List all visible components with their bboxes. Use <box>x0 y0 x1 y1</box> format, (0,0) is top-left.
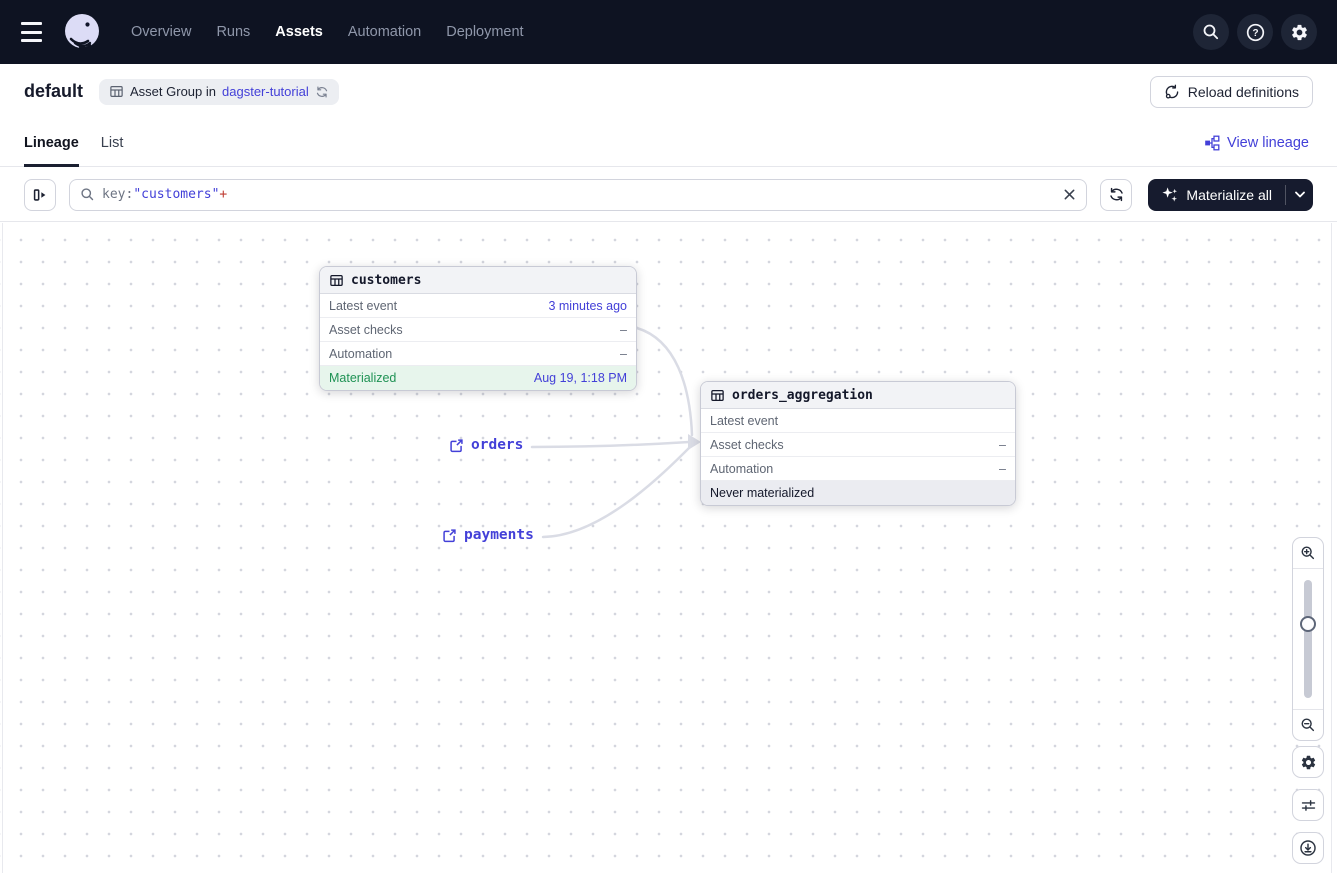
chevron-down-icon <box>1294 191 1305 198</box>
help-button[interactable]: ? <box>1237 14 1273 50</box>
reload-definitions-button[interactable]: Reload definitions <box>1149 75 1313 108</box>
nav-item-automation[interactable]: Automation <box>347 24 422 40</box>
zoom-slider[interactable] <box>1293 569 1323 709</box>
nav-item-overview[interactable]: Overview <box>131 24 192 40</box>
tab-list[interactable]: List <box>100 134 124 151</box>
nav-item-assets[interactable]: Assets <box>275 24 323 40</box>
node-row-automation: Automation – <box>320 342 636 366</box>
table-icon <box>711 389 724 401</box>
page-header: default Asset Group in dagster-tutorial … <box>0 64 1337 119</box>
refresh-icon <box>1110 187 1123 202</box>
search-icon <box>1203 24 1219 40</box>
search-button[interactable] <box>1193 14 1229 50</box>
canvas-right-border <box>1331 223 1332 873</box>
table-icon <box>330 274 343 286</box>
zoom-slider-handle[interactable] <box>1300 616 1316 632</box>
materialize-all-button[interactable]: Materialize all <box>1148 179 1285 211</box>
clear-search-button[interactable] <box>1063 188 1076 201</box>
zoom-slider-track[interactable] <box>1304 580 1312 698</box>
asset-name: orders_aggregation <box>732 387 873 403</box>
help-icon: ? <box>1246 23 1264 41</box>
canvas-left-border <box>2 223 3 873</box>
svg-text:?: ? <box>1252 28 1258 39</box>
external-asset-orders[interactable]: orders <box>449 437 523 453</box>
external-asset-label: payments <box>464 527 534 543</box>
edge-payments-to-orders-aggregation <box>541 445 692 539</box>
nav-item-deployment[interactable]: Deployment <box>446 24 524 40</box>
button-divider <box>1285 184 1286 205</box>
asset-name: customers <box>351 272 422 288</box>
asset-search-input[interactable]: key:"customers"+ <box>69 178 1088 211</box>
tune-icon <box>1301 799 1315 811</box>
dagster-logo-icon[interactable] <box>63 13 101 51</box>
gear-icon <box>1291 24 1307 40</box>
zoom-out-icon <box>1301 718 1315 732</box>
view-lineage-label: View lineage <box>1227 134 1309 151</box>
asset-group-badge: Asset Group in dagster-tutorial <box>99 78 339 105</box>
graph-settings-button[interactable] <box>1292 746 1324 778</box>
nav-links: Overview Runs Assets Automation Deployme… <box>127 18 528 46</box>
refresh-icon[interactable] <box>315 85 329 99</box>
page-title: default <box>24 81 84 101</box>
external-asset-label: orders <box>471 437 524 453</box>
asset-node-orders-aggregation[interactable]: orders_aggregation Latest event Asset ch… <box>700 381 1016 506</box>
zoom-out-button[interactable] <box>1293 709 1323 740</box>
lineage-edges <box>530 326 701 539</box>
tab-lineage[interactable]: Lineage <box>24 119 79 167</box>
materialize-split-button: Materialize all <box>1148 178 1313 211</box>
node-row-never-materialized: Never materialized <box>701 481 1015 505</box>
node-row-asset-checks: Asset checks – <box>701 433 1015 457</box>
materialization-link[interactable]: Aug 19, 1:18 PM <box>533 371 627 385</box>
zoom-in-button[interactable] <box>1293 538 1323 569</box>
node-row-automation: Automation – <box>701 457 1015 481</box>
gear-icon <box>1301 755 1315 769</box>
search-query-text: key:"customers"+ <box>102 187 228 202</box>
expand-panel-button[interactable] <box>24 178 56 211</box>
external-asset-payments[interactable]: payments <box>442 527 534 543</box>
recenter-graph-button[interactable] <box>1292 832 1324 864</box>
graph-filters-button[interactable] <box>1292 789 1324 821</box>
table-icon <box>110 86 123 97</box>
asset-node-customers[interactable]: customers Latest event 3 minutes ago Ass… <box>319 266 637 391</box>
download-circle-icon <box>1300 840 1316 856</box>
reload-icon <box>1165 84 1178 99</box>
sparkle-icon <box>1162 187 1178 202</box>
zoom-in-icon <box>1301 546 1315 560</box>
materialize-all-label: Materialize all <box>1186 186 1272 203</box>
nav-actions: ? <box>1193 14 1317 50</box>
refresh-graph-button[interactable] <box>1100 178 1133 211</box>
settings-button[interactable] <box>1281 14 1317 50</box>
menu-icon[interactable] <box>21 22 47 42</box>
badge-text: Asset Group in <box>130 84 217 99</box>
top-nav: Overview Runs Assets Automation Deployme… <box>0 0 1337 64</box>
node-row-latest-event: Latest event <box>701 409 1015 433</box>
zoom-controls <box>1292 537 1324 741</box>
code-location-link[interactable]: dagster-tutorial <box>222 84 309 99</box>
latest-event-link[interactable]: 3 minutes ago <box>548 298 627 313</box>
node-row-latest-event: Latest event 3 minutes ago <box>320 294 636 318</box>
reload-definitions-label: Reload definitions <box>1187 83 1299 100</box>
search-icon <box>81 188 94 201</box>
edge-orders-to-orders-aggregation <box>530 440 691 449</box>
node-row-materialized: Materialized Aug 19, 1:18 PM <box>320 366 636 390</box>
node-row-asset-checks: Asset checks – <box>320 318 636 342</box>
view-lineage-link[interactable]: View lineage <box>1204 119 1309 166</box>
edge-customers-to-orders-aggregation <box>635 326 694 437</box>
lineage-toolbar: key:"customers"+ Materialize all <box>0 168 1337 222</box>
tabs-row: Lineage List View lineage <box>0 119 1337 167</box>
panel-toggle-icon <box>33 188 46 201</box>
lineage-canvas[interactable]: customers Latest event 3 minutes ago Ass… <box>0 223 1337 873</box>
close-icon <box>1064 189 1075 200</box>
materialize-dropdown-button[interactable] <box>1286 179 1313 211</box>
external-link-icon <box>450 438 463 452</box>
nav-item-runs[interactable]: Runs <box>216 24 251 40</box>
lineage-icon <box>1205 135 1220 150</box>
external-link-icon <box>443 528 456 542</box>
